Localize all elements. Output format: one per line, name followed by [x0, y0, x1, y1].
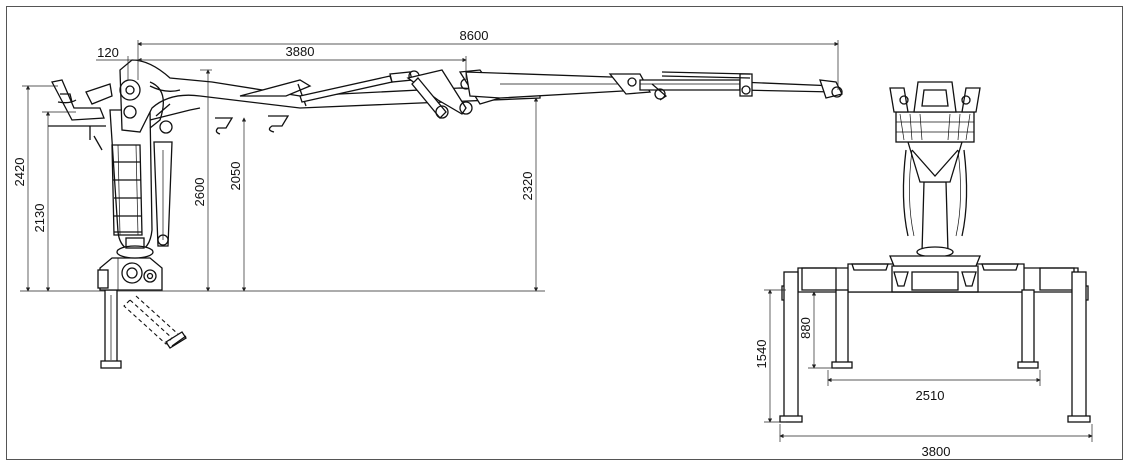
dim-2420: 2420 — [12, 85, 58, 292]
front-side-hoses — [902, 149, 968, 237]
dim-1540: 1540 — [754, 289, 786, 423]
boom-cylinder — [299, 70, 420, 103]
operator-ladder — [111, 144, 143, 236]
lift-cylinder — [153, 120, 173, 247]
dim-label-8600: 8600 — [460, 28, 489, 43]
dim-label-2420: 2420 — [12, 158, 27, 187]
front-operator-seat — [889, 81, 981, 143]
dim-label-3880: 3880 — [286, 44, 315, 59]
side-view: 8600 120 3880 2420 2130 2 — [12, 28, 843, 369]
dim-label-2510: 2510 — [916, 388, 945, 403]
outrigger-leg-stowed-dashed — [123, 295, 187, 349]
dim-3880: 3880 — [137, 44, 467, 80]
dim-3800: 3800 — [779, 424, 1093, 459]
outrigger-leg-side — [100, 289, 122, 369]
dim-2600: 2600 — [192, 69, 212, 292]
front-inner-leg-right — [1017, 289, 1039, 369]
dim-label-2320: 2320 — [520, 172, 535, 201]
front-column — [907, 141, 963, 258]
front-base-beam — [781, 255, 1089, 301]
dim-label-1540: 1540 — [754, 340, 769, 369]
dim-label-120: 120 — [97, 45, 119, 60]
outer-boom — [465, 71, 652, 99]
front-view: 1540 880 2510 3800 — [754, 81, 1093, 459]
boom-extension-2 — [661, 71, 843, 99]
dim-2130: 2130 — [32, 111, 76, 292]
dim-880: 880 — [798, 291, 836, 369]
dim-2510: 2510 — [827, 370, 1041, 403]
dim-label-2130: 2130 — [32, 204, 47, 233]
crane-column — [109, 109, 154, 259]
operator-seat — [48, 79, 113, 151]
boom-extension-1 — [639, 79, 741, 101]
dim-120: 120 — [96, 45, 138, 80]
dim-label-3800: 3800 — [922, 444, 951, 459]
dim-label-880: 880 — [798, 317, 813, 339]
front-outer-leg-right — [1067, 271, 1091, 423]
dim-2050: 2050 — [228, 117, 247, 292]
front-outer-leg-left — [779, 271, 803, 423]
crane-base — [97, 257, 163, 291]
dim-label-2050: 2050 — [228, 162, 243, 191]
border-frame — [6, 6, 1123, 460]
dim-label-2600: 2600 — [192, 178, 207, 207]
dim-2320: 2320 — [520, 97, 539, 292]
dim-8600: 8600 — [137, 28, 839, 90]
front-inner-leg-left — [831, 289, 853, 369]
